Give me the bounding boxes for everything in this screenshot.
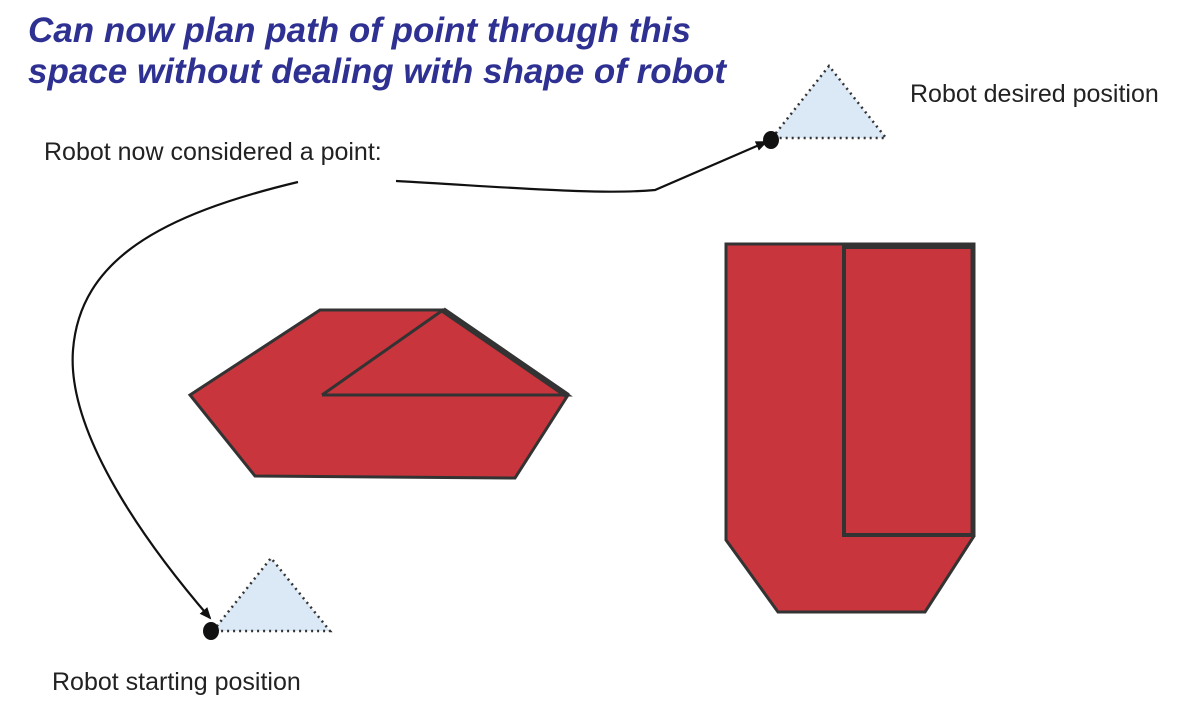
robot-start-reference-point [203,622,219,640]
label-robot-as-point: Robot now considered a point: [44,138,382,166]
obstacle-column-fill [724,242,976,614]
arrow-to-goal [395,140,768,193]
robot-goal-triangle [769,63,889,140]
obstacle-hexagon [187,307,573,480]
label-robot-desired-position: Robot desired position [910,80,1159,108]
obstacle-hexagon-thick-edge [441,307,570,399]
arrow-to-start [71,180,299,620]
robot-start [203,556,333,640]
robot-goal-reference-point [763,131,779,149]
robot-start-triangle [210,556,333,633]
obstacle-column [724,242,976,614]
label-robot-starting-position: Robot starting position [52,668,301,696]
robot-goal [763,63,889,149]
slide-title: Can now plan path of point through this … [28,11,727,92]
